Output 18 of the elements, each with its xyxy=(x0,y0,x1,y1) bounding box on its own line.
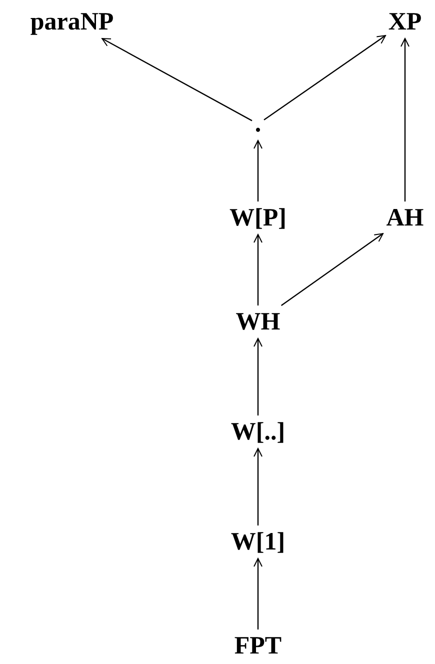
class-label: WH xyxy=(232,306,284,338)
arrow xyxy=(264,35,386,120)
arrow xyxy=(280,233,384,306)
arrow xyxy=(254,140,262,202)
class-label: AH xyxy=(383,202,427,234)
class-label: W[P] xyxy=(226,202,290,234)
class-label: paraNP xyxy=(27,6,117,38)
arrow xyxy=(254,448,262,526)
arrow xyxy=(254,234,262,306)
class-label: W[1] xyxy=(228,526,288,558)
arrow xyxy=(254,338,262,416)
arrow xyxy=(400,38,410,202)
class-label: FPT xyxy=(231,630,285,662)
class-label: W[..] xyxy=(228,416,288,448)
arrow xyxy=(254,558,262,630)
arrow xyxy=(102,38,252,122)
class-label: . xyxy=(252,108,264,140)
class-label: XP xyxy=(385,6,425,38)
